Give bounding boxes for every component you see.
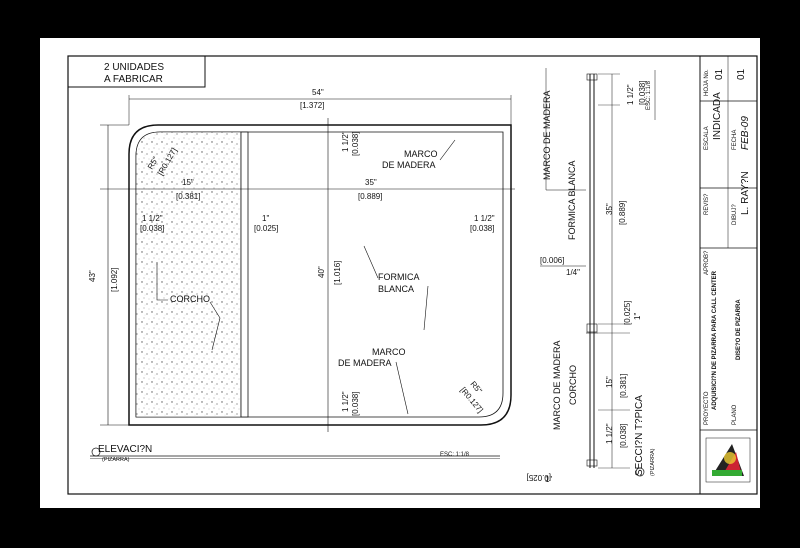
elevation-title: ELEVACI?N (98, 444, 152, 455)
section-label-corcho: CORCHO (568, 365, 578, 405)
section-thick-bottom-in: 1" (545, 475, 552, 484)
dim-frame-left: 1 1/2" (142, 214, 163, 223)
dim-cork-width: 15" (182, 178, 194, 187)
section-label-marco: MARCO DE MADERA (542, 90, 552, 180)
dim-total-height-mm: [1.092] (110, 268, 119, 292)
tb-dibujo: L. RAY?N (740, 171, 751, 215)
dim-frame-top-mm: [0.038] (351, 132, 360, 156)
tb-fecha: FEB-09 (740, 116, 751, 150)
divider-strip (240, 131, 249, 418)
dim-frame-top: 1 1/2" (341, 131, 350, 152)
dim-total-width-mm: [1.372] (300, 101, 324, 110)
tb-hoja: 01 (714, 68, 725, 80)
section-dim-cork: 15" (605, 376, 614, 388)
section-dim-formica: 35" (605, 203, 614, 215)
dim-frame-right-mm: [0.038] (470, 224, 494, 233)
label-marco-top-2: DE MADERA (382, 160, 436, 170)
tb-hoja-label: HOJA No. (704, 69, 710, 96)
dim-formica-width: 35" (365, 178, 377, 187)
tb-reviso-label: REVIS? (704, 193, 710, 215)
dim-frame-bottom-mm: [0.038] (351, 392, 360, 416)
section-scale: ESC: 1:1/8 (646, 80, 652, 110)
section-dim-cork-mm: [0.381] (619, 374, 628, 398)
dim-inner-height-mm: [1.016] (333, 261, 342, 285)
elevation-scale: ESC: 1:1/8 (440, 452, 470, 458)
dim-total-width: 54" (312, 88, 324, 97)
section-label-marco-b: MARCO DE MADERA (552, 340, 562, 430)
elevation-view: 54" [1.372] 15" [0.381] 35" [0.889] 1 1/… (88, 88, 515, 463)
header-box: 2 UNIDADES A FABRICAR (67, 55, 206, 88)
section-label-formica: FORMICA BLANCA (567, 160, 577, 240)
tb-proyecto-label: PROYECTO (704, 391, 710, 425)
section-dim-top-mm: [0.038] (638, 81, 647, 105)
section-title: SECCI?N T?PICA (634, 395, 645, 476)
label-marco-bottom-2: DE MADERA (338, 358, 392, 368)
tb-plano-label: PLANO (732, 404, 738, 425)
section-dim-bot-mm: [0.038] (619, 424, 628, 448)
tb-escala-label: ESCALA (704, 126, 710, 150)
label-corcho: CORCHO (170, 294, 210, 304)
dim-divider-mm: [0.025] (254, 224, 278, 233)
dim-divider: 1" (262, 214, 269, 223)
tb-escala: INDICADA (712, 92, 723, 140)
board-outline (128, 124, 512, 426)
label-formica-1: FORMICA (378, 272, 420, 282)
dim-cork-width-mm: [0.381] (176, 192, 200, 201)
section-dim-formica-mm: [0.889] (618, 201, 627, 225)
tb-plano: DISE?O DE PIZARRA (736, 299, 742, 360)
header-line-2: A FABRICAR (104, 74, 163, 85)
section-view: MARCO DE MADERA FORMICA BLANCA MARCO DE … (527, 68, 656, 484)
section-dim-bot: 1 1/2" (605, 423, 614, 444)
tb-de: 01 (736, 68, 747, 80)
elevation-subtitle: (PIZARRA) (102, 457, 130, 463)
dim-frame-left-mm: [0.038] (140, 224, 164, 233)
header-line-1: 2 UNIDADES (104, 62, 164, 73)
dim-frame-right: 1 1/2" (474, 214, 495, 223)
label-marco-top-1: MARCO (404, 149, 438, 159)
tb-proyecto: ADQUISICI?N DE PIZARRA PARA CALL CENTER (712, 270, 718, 410)
section-dim-div: 1" (633, 313, 642, 320)
dim-inner-height: 40" (317, 266, 326, 278)
cork-area (135, 131, 242, 418)
tb-fecha-label: FECHA (732, 130, 738, 150)
dim-total-height: 43" (88, 270, 97, 282)
section-subtitle: (PIZARRA) (650, 448, 656, 476)
tb-aprobo-label: APROB? (704, 250, 710, 275)
label-formica-2: BLANCA (378, 284, 414, 294)
company-logo (705, 437, 751, 483)
section-thick-bottom-mm: [0.025] (527, 473, 551, 482)
dim-formica-width-mm: [0.889] (358, 192, 382, 201)
title-block: HOJA No. 01 01 ESCALA INDICADA FECHA FEB… (699, 55, 758, 495)
section-dim-div-mm: [0.025] (623, 301, 632, 325)
tb-dibujo-label: DIBUJ? (732, 204, 738, 225)
section-thick-mm: [0.006] (540, 256, 564, 265)
section-thick-in: 1/4" (566, 268, 580, 277)
dim-frame-bottom: 1 1/2" (341, 391, 350, 412)
label-marco-bottom-1: MARCO (372, 347, 406, 357)
section-dim-top: 1 1/2" (626, 84, 635, 105)
